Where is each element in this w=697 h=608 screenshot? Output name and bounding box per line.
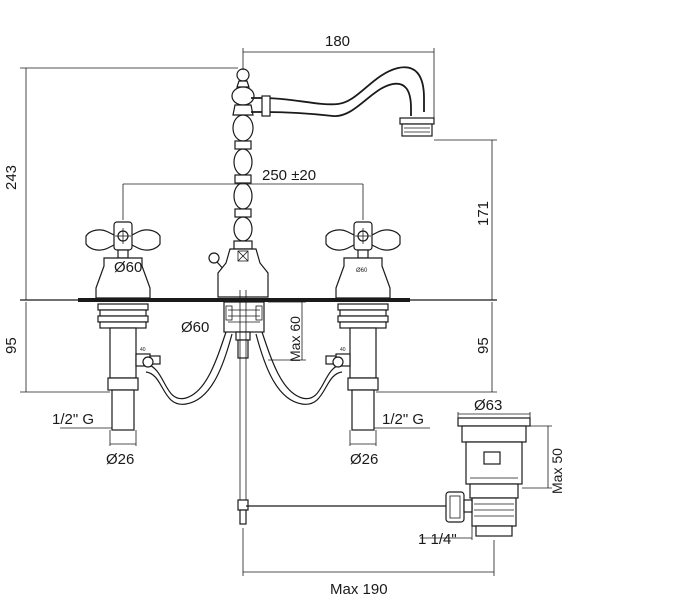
right-valve: Ø60 40 xyxy=(325,221,401,431)
left-shank-diameter-label: Ø26 xyxy=(106,451,134,468)
svg-text:40: 40 xyxy=(340,347,346,353)
dimensions: 180 243 171 250 ±20 Ø60 Ø60 Max 60 95 95 xyxy=(3,33,565,598)
flex-hoses xyxy=(145,331,343,405)
waste-diameter-label: Ø63 xyxy=(474,397,502,414)
right-shank-diameter-label: Ø26 xyxy=(350,451,378,468)
pop-up-waste xyxy=(246,417,531,537)
total-height-label: 243 xyxy=(3,165,20,190)
right-below-deck-label: 95 xyxy=(475,337,492,354)
center-distance-label: 250 ±20 xyxy=(262,167,316,184)
waste-max-height-label: Max 50 xyxy=(549,448,565,494)
small-base-diameter-label: Ø60 xyxy=(356,268,368,274)
left-thread-label: 1/2" G xyxy=(52,411,94,428)
left-below-deck-label: 95 xyxy=(3,337,20,354)
svg-text:40: 40 xyxy=(140,347,146,353)
max-deck-thickness-label: Max 60 xyxy=(287,316,303,362)
left-valve: 40 xyxy=(85,221,161,431)
spout-reach-label: 180 xyxy=(325,33,350,50)
deck-slab xyxy=(78,298,410,302)
waste-thread-label: 1 1/4" xyxy=(418,531,457,548)
handle-base-diameter-label: Ø60 xyxy=(114,259,142,276)
spout-height-label: 171 xyxy=(475,201,492,226)
spout-assembly xyxy=(208,66,435,525)
spout-base-diameter-label: Ø60 xyxy=(181,319,209,336)
right-thread-label: 1/2" G xyxy=(382,411,424,428)
max-rod-length-label: Max 190 xyxy=(330,581,388,598)
